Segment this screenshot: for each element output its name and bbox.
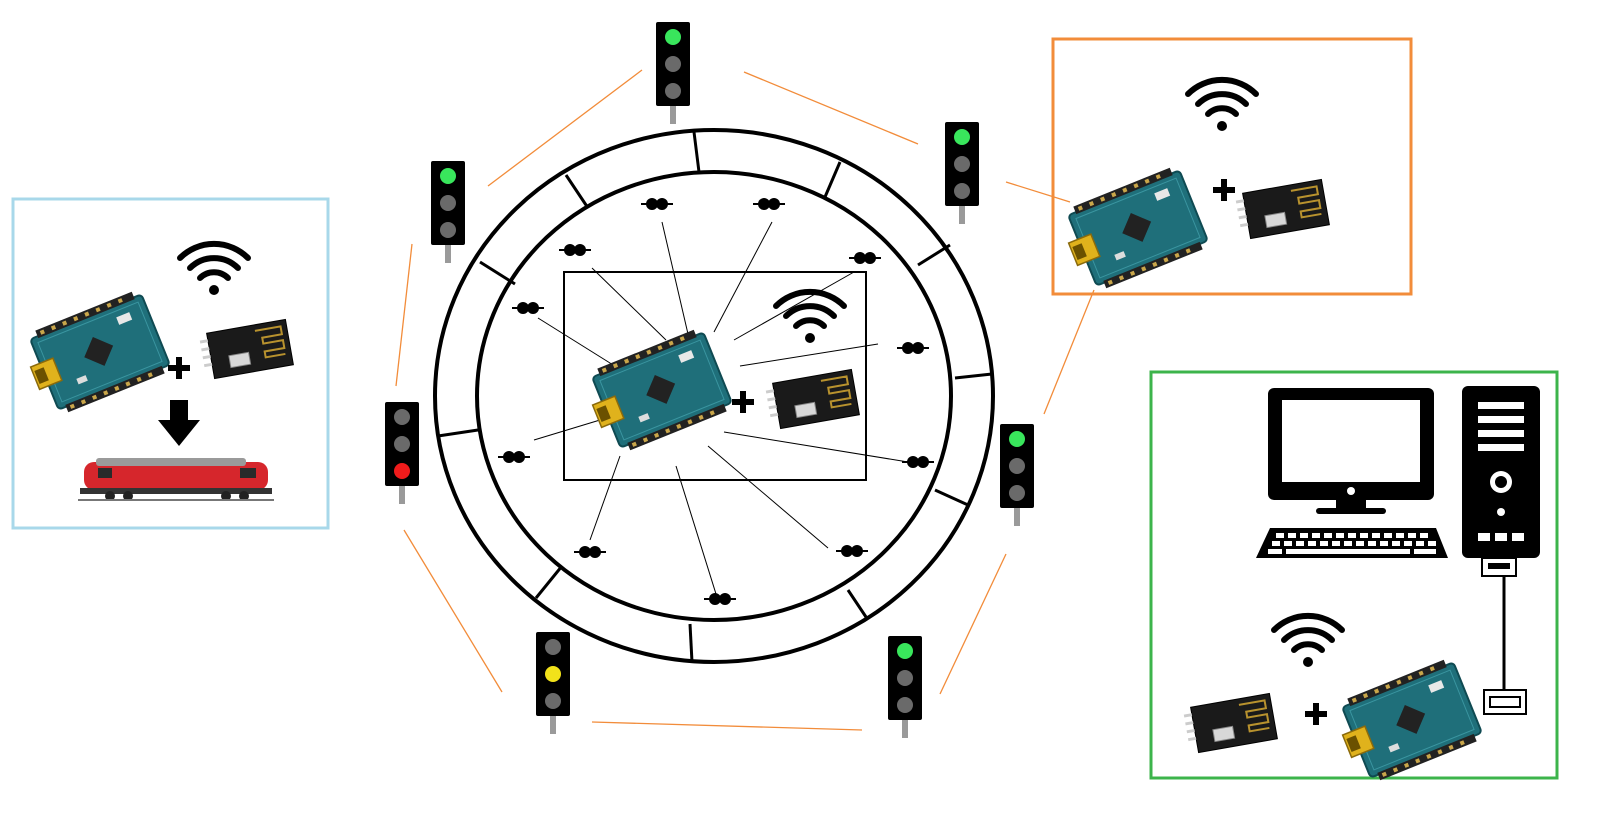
arduino-nano-icon: [1055, 163, 1212, 297]
signal-lamp: [954, 156, 970, 172]
signal-lamp: [897, 670, 913, 686]
monitor-icon: [1268, 388, 1434, 514]
arduino-nano-icon: [579, 325, 736, 459]
central-controller-box: [563, 271, 867, 481]
signal-lamp: [545, 666, 561, 682]
signals: [385, 22, 1034, 738]
signal-right: [1000, 424, 1034, 526]
reed-sensor-icon: [640, 197, 674, 211]
locomotive-node: [11, 197, 330, 530]
reed-sensor-icon: [573, 545, 607, 559]
signal-lamp: [1009, 458, 1025, 474]
wifi-icon: [1274, 616, 1342, 667]
signal-lamp: [440, 222, 456, 238]
pc-node: [1149, 370, 1559, 789]
arduino-nano-icon: [1329, 655, 1486, 789]
plus-icon: [1305, 703, 1327, 725]
signal-lamp: [545, 639, 561, 655]
plus-icon: [732, 391, 754, 413]
arduino-nano-icon: [17, 287, 174, 421]
reed-sensor-icon: [752, 197, 786, 211]
plus-icon: [168, 357, 190, 379]
signal-node: [1051, 37, 1413, 297]
signal-lamp: [440, 168, 456, 184]
reed-sensor-icon: [558, 243, 592, 257]
signal-lamp: [665, 83, 681, 99]
down-arrow-icon: [158, 400, 200, 446]
nrf24-radio-module-icon: [1233, 178, 1331, 241]
reed-sensor-icon: [511, 301, 545, 315]
locomotive-icon: [78, 458, 274, 501]
signal-lamp: [394, 409, 410, 425]
signal-lamp: [897, 643, 913, 659]
signal-lamp: [897, 697, 913, 713]
track-loop: [433, 128, 995, 664]
signal-lamp: [665, 56, 681, 72]
reed-sensor-icon: [835, 544, 869, 558]
nrf24-radio-module-icon: [1181, 692, 1279, 755]
wifi-icon: [1188, 80, 1256, 131]
signal-links: [395, 69, 1095, 731]
signal-bottom: [536, 632, 570, 734]
keyboard-icon: [1256, 528, 1448, 558]
signal-bottom-right: [888, 636, 922, 738]
signal-top: [656, 22, 690, 124]
wifi-icon: [180, 244, 248, 295]
locomotive-node-box: [11, 197, 330, 530]
plus-icon: [1213, 179, 1235, 201]
central-controller: [579, 292, 861, 459]
signal-lamp: [954, 183, 970, 199]
signal-lamp: [1009, 431, 1025, 447]
reed-sensor-icon: [703, 592, 737, 606]
reed-sensor-icon: [848, 251, 882, 265]
signal-lamp: [394, 436, 410, 452]
sensor-wires: [533, 221, 909, 595]
wifi-icon: [776, 292, 844, 343]
signal-left: [385, 402, 419, 504]
signal-lamp: [1009, 485, 1025, 501]
nrf24-radio-module-icon: [763, 368, 861, 431]
reed-sensor-icon: [901, 455, 935, 469]
signal-lamp: [665, 29, 681, 45]
nrf24-radio-module-icon: [197, 318, 295, 381]
signal-node-box: [1051, 37, 1413, 296]
signal-top-left: [431, 161, 465, 263]
usb-cable-icon: [1481, 557, 1527, 715]
reed-sensor-icon: [497, 450, 531, 464]
reed-sensor-icon: [896, 341, 930, 355]
signal-lamp: [394, 463, 410, 479]
signal-lamp: [440, 195, 456, 211]
signal-top-right: [945, 122, 979, 224]
pc-tower-icon: [1462, 386, 1540, 558]
signal-lamp: [545, 693, 561, 709]
pc-node-box: [1149, 370, 1559, 780]
signal-lamp: [954, 129, 970, 145]
